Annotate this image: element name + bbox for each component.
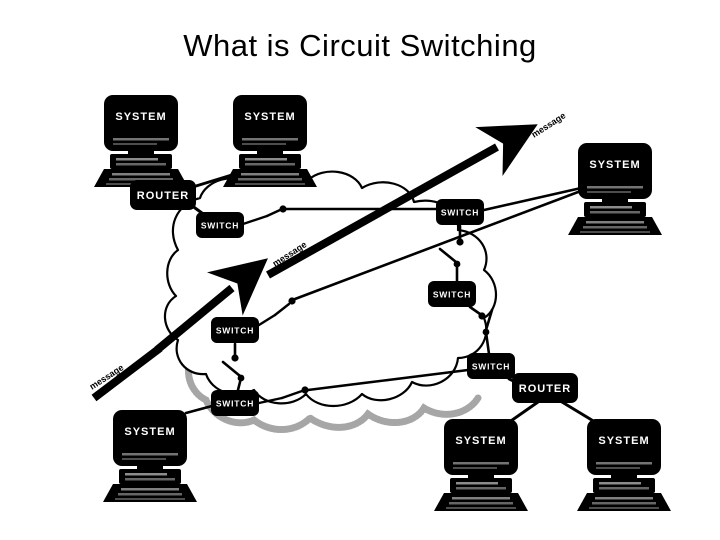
switch-box[interactable]: [211, 317, 259, 343]
switch-label: SWITCH: [216, 325, 254, 335]
switch-se[interactable]: SWITCH: [467, 353, 515, 379]
system-top-left-1[interactable]: SYSTEM: [94, 95, 188, 187]
system-label: SYSTEM: [115, 111, 166, 123]
contact-dot-c: [478, 312, 486, 320]
message-arrow-middle-tail: [91, 344, 163, 402]
link-contact-switchsw2: [236, 376, 243, 392]
switch-sw[interactable]: SWITCH: [211, 390, 259, 416]
link-switchsw-systembl: [184, 404, 214, 415]
system-top-left-2[interactable]: SYSTEM: [223, 95, 317, 187]
link-contact-blade-a: [265, 208, 282, 218]
contact-blade-b: [438, 247, 458, 264]
switch-box[interactable]: [428, 281, 476, 307]
contact-blade-d: [280, 389, 304, 400]
switch-label: SWITCH: [472, 361, 510, 371]
contact-blade-f: [273, 302, 291, 317]
router-nodes: ROUTER ROUTER: [130, 180, 578, 403]
system-label: SYSTEM: [455, 435, 506, 447]
link-contact-switchsw: [257, 396, 284, 405]
switch-label: SWITCH: [441, 207, 479, 217]
router-box[interactable]: [512, 373, 578, 403]
switch-e[interactable]: SWITCH: [428, 281, 476, 307]
system-label: SYSTEM: [589, 159, 640, 171]
router-box[interactable]: [130, 180, 196, 210]
system-bottom-1[interactable]: SYSTEM: [434, 419, 528, 511]
switch-nw[interactable]: SWITCH: [196, 212, 244, 238]
switch-label: SWITCH: [216, 398, 254, 408]
link-switchnw-contact: [241, 214, 269, 226]
message-label-top-right: message: [530, 110, 568, 139]
switch-ne[interactable]: SWITCH: [436, 199, 484, 225]
contact-blade-e: [221, 360, 242, 378]
system-label: SYSTEM: [244, 111, 295, 123]
switch-box[interactable]: [467, 353, 515, 379]
contact-dot-a: [279, 205, 287, 213]
network-links: [127, 168, 602, 427]
contact-dot-e: [231, 354, 239, 362]
contact-dot-d: [301, 386, 309, 394]
router-label: ROUTER: [519, 383, 571, 395]
switch-w[interactable]: SWITCH: [211, 317, 259, 343]
message-arrows: [91, 124, 538, 402]
switch-box[interactable]: [196, 212, 244, 238]
system-bottom-left[interactable]: SYSTEM: [103, 410, 197, 502]
system-label: SYSTEM: [598, 435, 649, 447]
contact-blade-c: [484, 308, 494, 332]
link-switche-down: [468, 305, 482, 316]
router-bottom[interactable]: ROUTER: [512, 373, 578, 403]
link-switchw-ne: [257, 313, 277, 327]
contact-dot-b: [456, 238, 464, 246]
router-top[interactable]: ROUTER: [130, 180, 196, 210]
system-right[interactable]: SYSTEM: [568, 143, 662, 235]
system-label: SYSTEM: [124, 426, 175, 438]
message-arrow-middle: [154, 258, 268, 354]
switch-box[interactable]: [436, 199, 484, 225]
switch-box[interactable]: [211, 390, 259, 416]
page-title: What is Circuit Switching: [183, 28, 537, 63]
switch-label: SWITCH: [433, 289, 471, 299]
router-label: ROUTER: [137, 190, 189, 202]
link-contact-switchse: [484, 330, 491, 356]
link-switchse-west: [306, 368, 470, 392]
link-switchne-systemright: [482, 184, 592, 212]
system-bottom-2[interactable]: SYSTEM: [577, 419, 671, 511]
system-nodes: SYSTEM SYSTEM SYSTEM SYSTEM SYSTEM SYSTE…: [94, 95, 671, 511]
link-contact-east-long: [293, 184, 596, 301]
message-arrow-upper: [266, 124, 538, 279]
switch-nodes: SWITCH SWITCH SWITCH SWITCH SWITCH SWITC…: [196, 199, 515, 416]
switch-label: SWITCH: [201, 220, 239, 230]
